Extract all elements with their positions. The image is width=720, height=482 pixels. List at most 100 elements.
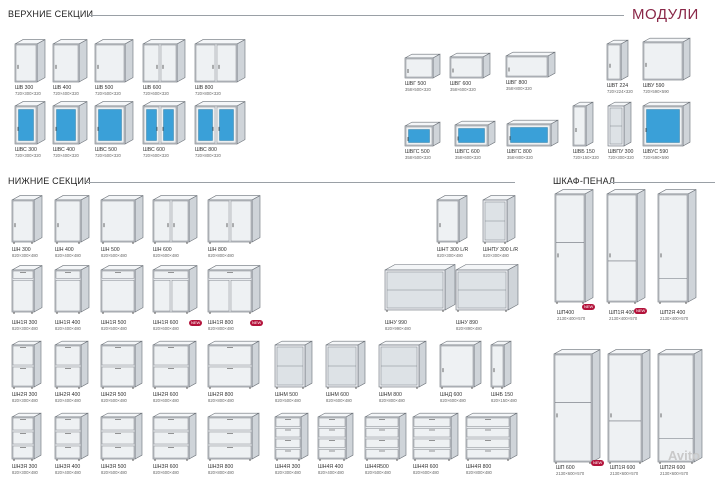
module-8-dimensions: 720×150×320 xyxy=(573,155,599,160)
upper-7-model-name: ШВС 500 xyxy=(95,147,117,153)
lower3-0-drawing xyxy=(11,340,42,389)
upper-9-dimensions: 720×800×320 xyxy=(195,153,221,158)
lower4-2-model-name: ШН3Я 500 xyxy=(101,464,127,470)
module-4-drawing xyxy=(642,37,691,81)
module-0-model-name: ШВГ 500 xyxy=(405,81,427,87)
lower4-7-dimensions: 820×500×480 xyxy=(365,470,391,475)
module-1-drawing xyxy=(449,52,491,79)
lower2-4-model-name: ШН1Я 800 xyxy=(208,320,234,326)
tall-0-model-name: ШП400 xyxy=(557,310,575,316)
upper-4-dimensions: 720×800×320 xyxy=(195,91,221,96)
lower3-9-model-name: ШНБ 150 xyxy=(491,392,514,398)
lower3-6-model-name: ШНМ 600 xyxy=(326,392,349,398)
upper-9-drawing xyxy=(194,101,246,145)
lower4-4-dimensions: 820×800×480 xyxy=(208,470,234,475)
lower1-0-model-name: ШН 300 xyxy=(12,247,31,253)
lower4-9-model-name: ШН4Я 800 xyxy=(466,464,492,470)
lower2-3-model-name: ШН1Я 600 xyxy=(153,320,179,326)
module-0-drawing xyxy=(404,53,441,79)
tall-0-new-badge: NEW xyxy=(582,304,596,310)
module-10-dimensions: 720×590×590 xyxy=(643,155,669,160)
lower1-4-drawing xyxy=(207,195,261,244)
upper-3-dimensions: 720×600×320 xyxy=(143,91,169,96)
lower3-6-drawing xyxy=(325,340,366,389)
lower2-4-drawing xyxy=(207,265,261,314)
lower4-2-dimensions: 820×500×480 xyxy=(101,470,127,475)
lower3-4-drawing xyxy=(207,340,260,389)
module-5-dimensions: 358×500×320 xyxy=(405,155,431,160)
lower3-7-drawing xyxy=(378,340,427,389)
lower4-2-drawing xyxy=(100,412,143,461)
avito-watermark: Avito xyxy=(668,448,701,463)
lower4-3-dimensions: 820×600×480 xyxy=(153,470,179,475)
module-2-dimensions: 358×800×320 xyxy=(506,86,532,91)
tall-2-drawing xyxy=(657,189,697,304)
lower4-8-model-name: ШН4Я 600 xyxy=(413,464,439,470)
upper-7-drawing xyxy=(94,101,134,145)
lower4-3-model-name: ШН3Я 600 xyxy=(153,464,179,470)
lower3-6-dimensions: 820×600×480 xyxy=(326,398,352,403)
lower1-5-drawing xyxy=(436,195,468,244)
upper-8-model-name: ШВС 600 xyxy=(143,147,165,153)
lower3-7-model-name: ШНМ 800 xyxy=(379,392,402,398)
lower4-9-drawing xyxy=(465,412,518,461)
lower2-1-drawing xyxy=(54,265,90,314)
lower2-0-model-name: ШН1Я 300 xyxy=(12,320,38,326)
lower1-1-dimensions: 820×400×480 xyxy=(55,253,81,258)
upper-9-model-name: ШВС 800 xyxy=(195,147,217,153)
lower4-0-dimensions: 820×300×480 xyxy=(12,470,38,475)
lower4-6-dimensions: 820×400×480 xyxy=(318,470,344,475)
tall-1-new-badge: NEW xyxy=(634,308,648,314)
lower4-5-dimensions: 820×300×480 xyxy=(275,470,301,475)
module-8-model-name: ШВБ 150 xyxy=(573,149,595,155)
module-6-drawing xyxy=(454,120,496,147)
tall-0-dimensions: 2130×400×570 xyxy=(557,316,586,321)
lower2-1-model-name: ШН1Я 400 xyxy=(55,320,81,326)
lower3-5-dimensions: 820×500×480 xyxy=(275,398,301,403)
module-6-dimensions: 358×600×320 xyxy=(455,155,481,160)
upper-0-drawing xyxy=(14,39,46,83)
tall-5-dimensions: 2130×600×570 xyxy=(660,471,689,476)
upper-0-model-name: ШВ 300 xyxy=(15,85,34,91)
lower1-4-model-name: ШН 800 xyxy=(208,247,227,253)
lower4-4-model-name: ШН3Я 800 xyxy=(208,464,234,470)
lower2-3-drawing xyxy=(152,265,198,314)
upper-8-dimensions: 720×600×320 xyxy=(143,153,169,158)
module-3-model-name: ШВТ 224 xyxy=(607,83,629,89)
tall-1-dimensions: 2130×400×570 xyxy=(609,316,638,321)
module-6-model-name: ШВГС 600 xyxy=(455,149,480,155)
lower3-9-drawing xyxy=(490,340,512,389)
module-10-drawing xyxy=(642,101,691,147)
tall-3-drawing xyxy=(553,349,601,464)
module-7-model-name: ШВГС 800 xyxy=(507,149,532,155)
upper-4-drawing xyxy=(194,39,246,83)
upper-1-drawing xyxy=(52,39,88,83)
lower4-6-drawing xyxy=(317,412,354,461)
